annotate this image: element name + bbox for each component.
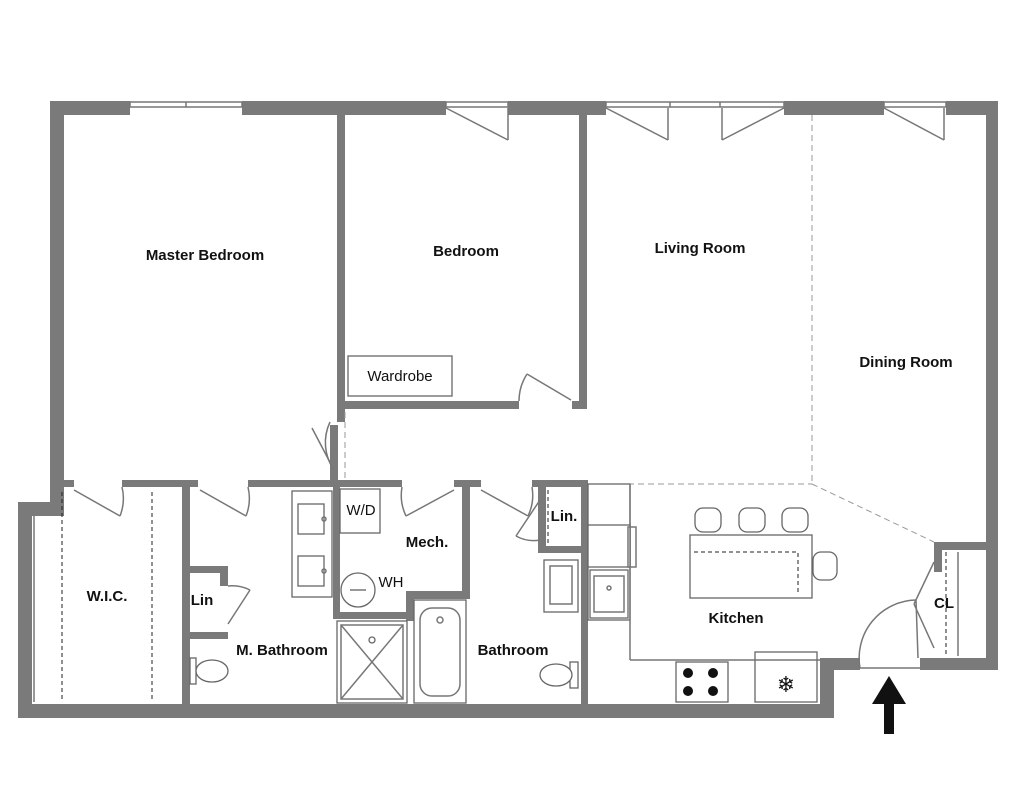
wardrobe-label: Wardrobe	[367, 368, 432, 385]
toilet-master	[189, 657, 229, 685]
kitchen-counters	[587, 483, 820, 661]
bathroom-label: Bathroom	[478, 642, 549, 659]
dining-room-label: Dining Room	[859, 354, 952, 371]
snowflake-icon: ❄	[777, 673, 795, 698]
doors	[73, 373, 935, 669]
lin-master-label: Lin	[191, 592, 214, 609]
kitchen-label: Kitchen	[708, 610, 763, 627]
cl-label: CL	[934, 595, 954, 612]
washer-dryer	[339, 488, 381, 534]
living-room-label: Living Room	[655, 240, 746, 257]
toilet-bathroom	[539, 661, 579, 689]
wic-label: W.I.C.	[87, 588, 128, 605]
water-heater	[340, 572, 376, 608]
lin-bath-label: Lin.	[551, 508, 578, 525]
shower	[336, 620, 408, 704]
m-bathroom-label: M. Bathroom	[236, 642, 328, 659]
windows	[129, 101, 947, 141]
bedroom-label: Bedroom	[433, 243, 499, 260]
wh-label: WH	[379, 574, 404, 591]
wardrobe	[347, 355, 453, 397]
linen-shelves	[547, 490, 959, 656]
master-bedroom-label: Master Bedroom	[146, 247, 264, 264]
mech-label: Mech.	[406, 534, 449, 551]
stove	[675, 661, 729, 703]
interior-walls	[64, 115, 998, 704]
zone-lines	[344, 115, 935, 543]
entrance-arrow-icon	[872, 676, 906, 734]
exterior-walls	[18, 101, 998, 718]
refrigerator	[754, 651, 818, 703]
bathtub	[413, 599, 467, 704]
wic-closet-rods	[33, 492, 153, 702]
bathroom-sink	[543, 559, 579, 613]
double-vanity	[291, 490, 333, 598]
kitchen-island	[689, 507, 838, 599]
wd-label: W/D	[346, 502, 375, 519]
